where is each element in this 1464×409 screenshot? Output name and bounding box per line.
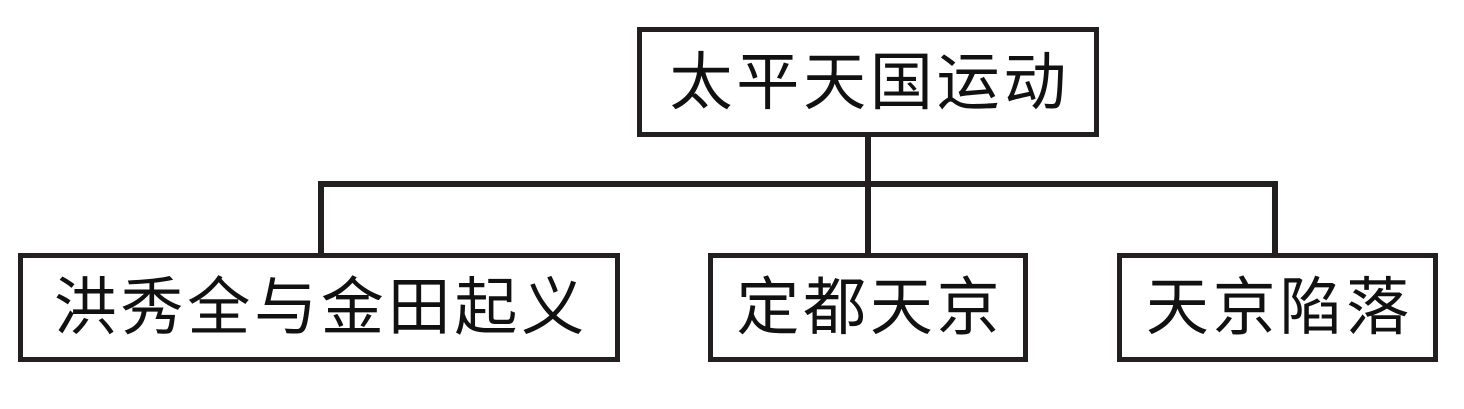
connector-bar-to-left-child (318, 181, 324, 255)
node-root[interactable]: 太平天国运动 (637, 27, 1099, 137)
node-child-hong-xiuquan[interactable]: 洪秀全与金田起义 (18, 253, 620, 362)
connector-bar-to-right-child (1272, 181, 1278, 255)
node-child-tianjing-xianluo[interactable]: 天京陷落 (1117, 253, 1438, 362)
node-child-dingdu-tianjing[interactable]: 定都天京 (708, 253, 1028, 362)
connector-root-to-bar (865, 135, 871, 255)
node-child-2-label: 天京陷落 (1145, 271, 1413, 344)
node-child-0-label: 洪秀全与金田起义 (53, 271, 588, 344)
node-root-label: 太平天国运动 (669, 45, 1071, 119)
node-child-1-label: 定都天京 (736, 271, 1004, 344)
connector-distribution-bar (318, 181, 1278, 187)
